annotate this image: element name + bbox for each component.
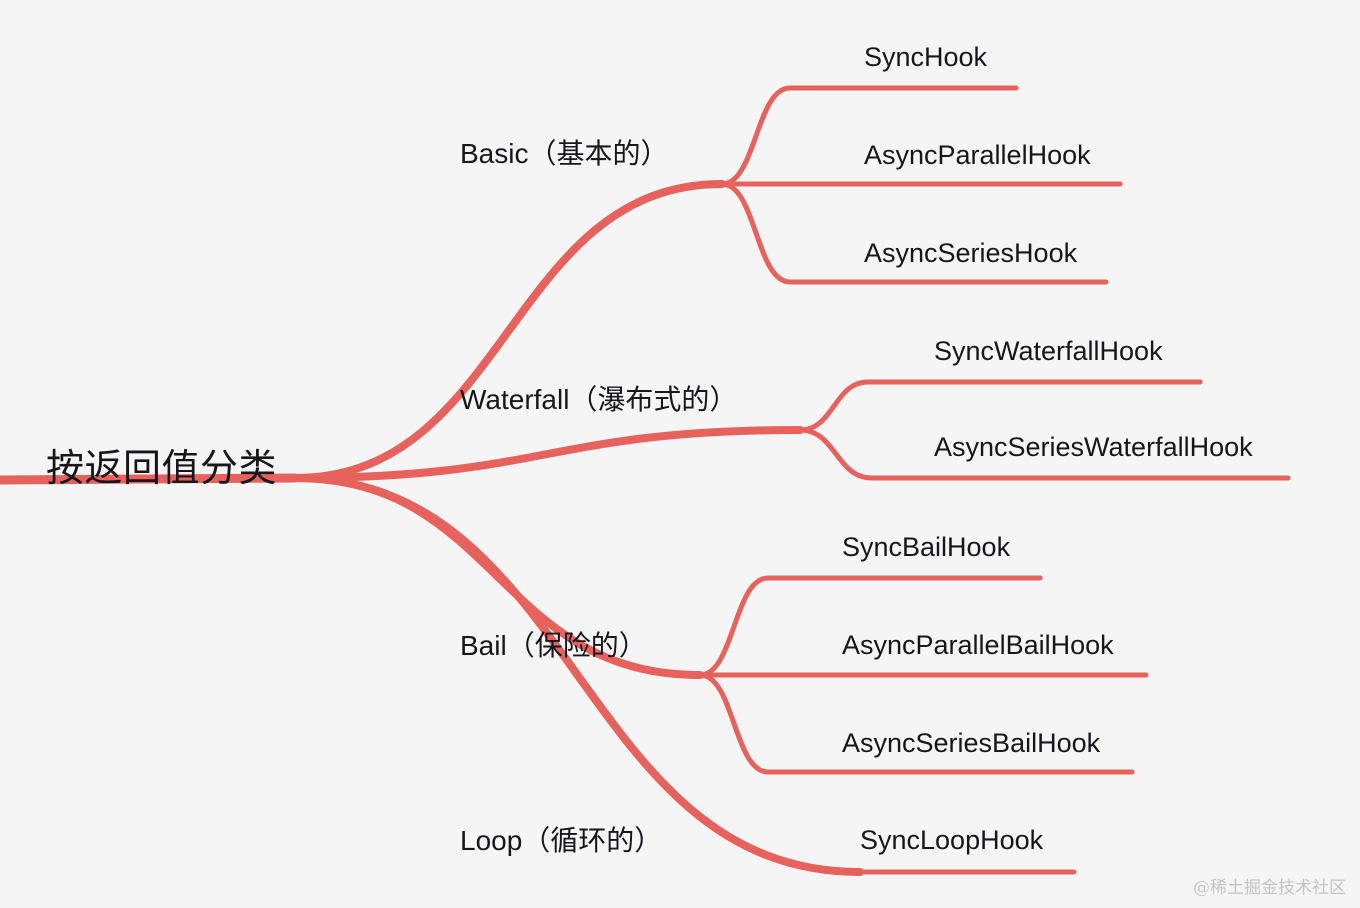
leaf-label-waterfall-0: SyncWaterfallHook xyxy=(934,336,1163,366)
leaf-label-basic-2: AsyncSeriesHook xyxy=(864,238,1078,268)
branch-label-bail: Bail（保险的） xyxy=(460,630,647,661)
branch-edge-waterfall xyxy=(291,426,804,482)
leaf-label-basic-1: AsyncParallelHook xyxy=(864,140,1091,170)
branch-label-waterfall: Waterfall（瀑布式的） xyxy=(460,384,738,415)
leaf-edge-basic-2 xyxy=(719,181,1109,285)
leaf-label-waterfall-1: AsyncSeriesWaterfallHook xyxy=(934,432,1253,462)
root-label: 按返回值分类 xyxy=(46,448,278,490)
leaf-label-bail-2: AsyncSeriesBailHook xyxy=(842,728,1101,758)
leaf-edge-waterfall-1 xyxy=(797,427,1291,481)
leaf-edge-bail-2 xyxy=(697,672,1135,775)
watermark: @稀土掘金技术社区 xyxy=(1193,878,1346,898)
branch-label-loop: Loop（循环的） xyxy=(460,825,663,856)
leaf-edge-waterfall-0 xyxy=(797,379,1203,433)
leaf-label-basic-0: SyncHook xyxy=(864,42,988,72)
leaf-edge-bail-0 xyxy=(697,575,1043,678)
leaf-label-bail-1: AsyncParallelBailHook xyxy=(842,630,1114,660)
leaf-label-loop-0: SyncLoopHook xyxy=(860,825,1044,855)
leaf-label-bail-0: SyncBailHook xyxy=(842,532,1011,562)
branch-edge-loop xyxy=(291,474,864,876)
branch-label-basic: Basic（基本的） xyxy=(460,138,669,169)
leaf-edge-basic-0 xyxy=(719,85,1019,187)
branch-edge-basic xyxy=(291,180,726,482)
root-trunk xyxy=(0,473,300,485)
